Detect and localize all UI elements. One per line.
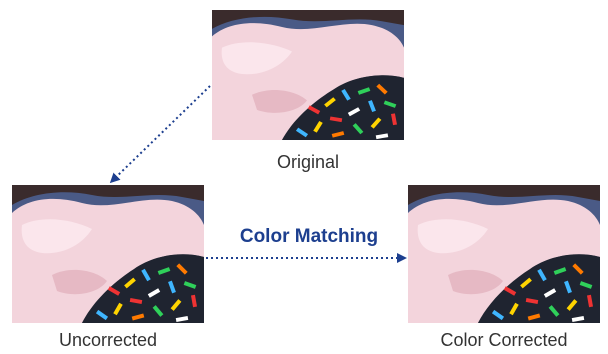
original-image [212,10,404,140]
color-matching-label: Color Matching [214,226,404,248]
uncorrected-image [12,185,204,323]
arrow-original-to-uncorrected [112,86,210,181]
corrected-image [408,185,600,323]
uncorrected-caption: Uncorrected [12,330,204,351]
corrected-caption: Color Corrected [408,330,600,351]
original-caption: Original [212,152,404,173]
